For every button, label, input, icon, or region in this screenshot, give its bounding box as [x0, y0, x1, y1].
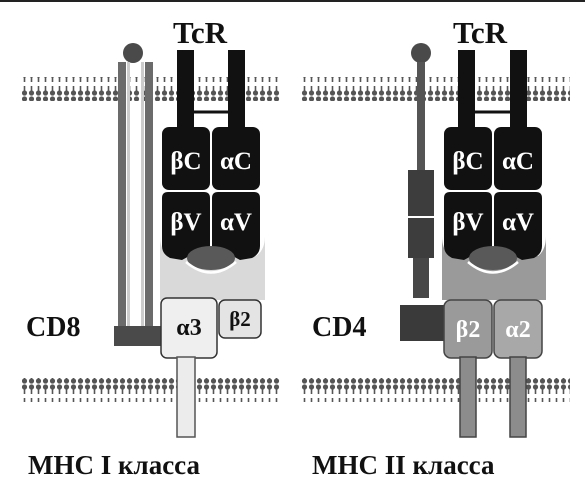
right-caption: МНС II класса — [312, 450, 495, 480]
right-mhc-stalk-beta — [460, 357, 476, 437]
left-beta-v-label: βV — [170, 209, 201, 236]
lower-membrane — [22, 378, 570, 402]
right-alpha-c-label: αC — [502, 148, 534, 175]
left-alpha3-label: α3 — [176, 315, 201, 341]
left-cd8-label: CD8 — [26, 312, 80, 343]
left-tcr-stalk-beta — [177, 50, 194, 130]
left-tcr-stalk-alpha — [228, 50, 245, 130]
left-beta2-label: β2 — [229, 307, 251, 331]
left-mhc-stalk — [177, 357, 195, 437]
right-tcr-label: TcR — [453, 15, 508, 50]
upper-membrane — [22, 77, 570, 101]
left-alpha-v-label: αV — [220, 209, 252, 236]
right-beta-v-label: βV — [452, 209, 483, 236]
right-beta2-label: β2 — [456, 317, 481, 343]
cd4-head — [411, 43, 431, 63]
cd4-domain-upper — [408, 170, 434, 216]
right-beta-c-label: βC — [452, 148, 483, 175]
left-tcr-label: TcR — [173, 15, 228, 50]
right-tcr-stalk-alpha — [510, 50, 527, 130]
right-tcr-stalk-beta — [458, 50, 475, 130]
right-cd4-label: CD4 — [312, 312, 366, 343]
cd4-base — [400, 305, 444, 341]
right-alpha-v-label: αV — [502, 209, 534, 236]
cd8-head — [123, 43, 143, 63]
cd4-domain-lower — [408, 218, 434, 258]
left-beta-c-label: βC — [170, 148, 201, 175]
right-alpha2-label: α2 — [505, 317, 530, 343]
right-mhc-stalk-alpha — [510, 357, 526, 437]
left-alpha-c-label: αC — [220, 148, 252, 175]
left-caption: МНС I класса — [28, 450, 200, 480]
